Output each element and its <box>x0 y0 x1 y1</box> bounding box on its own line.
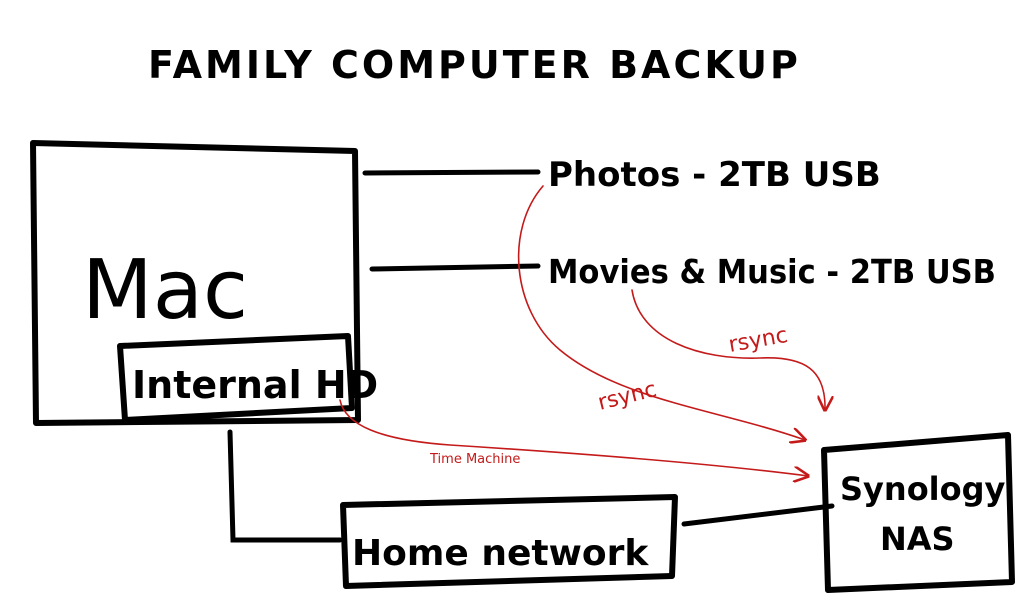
nas-label-line2: NAS <box>880 520 955 558</box>
mac-photos-line <box>362 169 541 176</box>
internal-hd-box <box>117 333 355 423</box>
home-network-label: Home network <box>352 533 649 574</box>
diagram-title: FAMILY COMPUTER BACKUP <box>148 43 801 87</box>
network-nas-line <box>681 503 835 527</box>
time-machine-label: Time Machine <box>429 452 520 467</box>
mac-label: Mac <box>82 243 248 338</box>
mac-box <box>30 140 361 426</box>
nas-box <box>821 432 1015 593</box>
nas-label-line1: Synology <box>840 470 1006 508</box>
home-network-box <box>340 494 678 589</box>
movies-music-drive-label: Movies & Music - 2TB USB <box>548 252 996 291</box>
photos-drive-label: Photos - 2TB USB <box>548 155 881 195</box>
internal-hd-label: Internal HD <box>132 363 378 407</box>
mac-network-line <box>227 429 343 543</box>
time-machine-arrow <box>339 399 808 476</box>
rsync-photos-arrow <box>517 185 805 440</box>
rsync-photos-label: rsync <box>595 377 659 416</box>
rsync-movies-label: rsync <box>727 323 790 358</box>
mac-movies-line <box>369 263 541 272</box>
rsync-movies-arrow <box>631 289 825 410</box>
